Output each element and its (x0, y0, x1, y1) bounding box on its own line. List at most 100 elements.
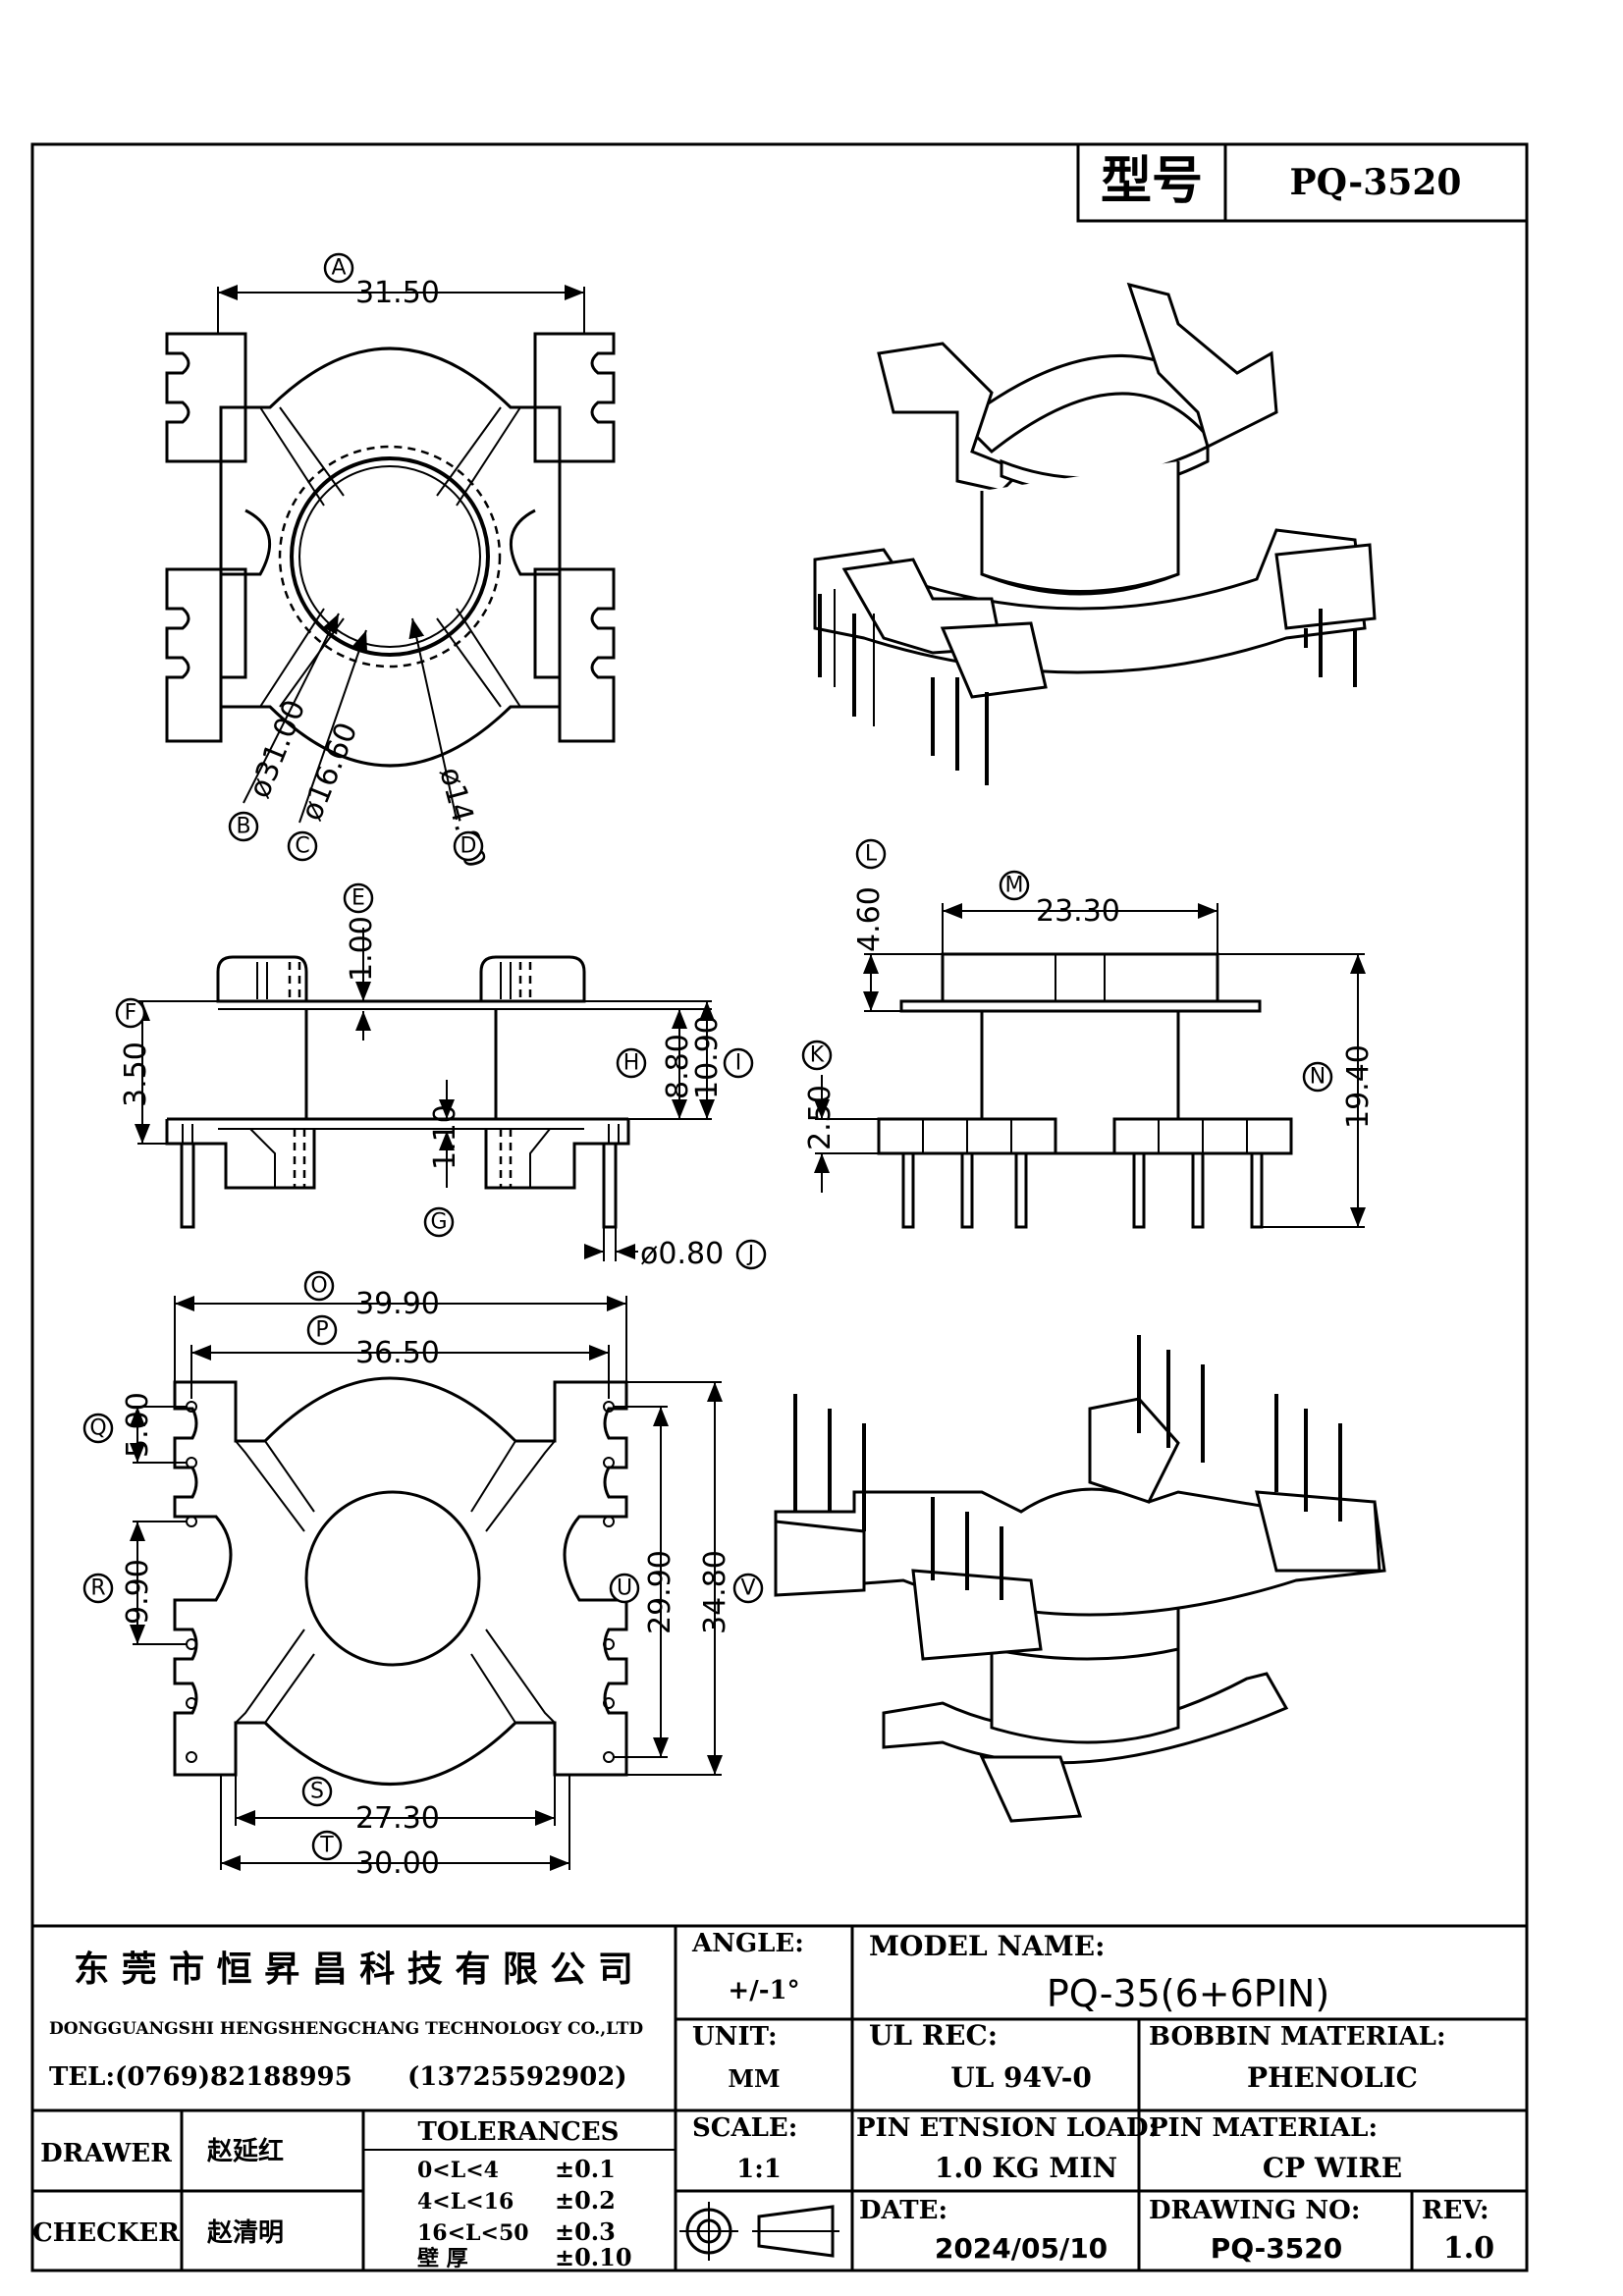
marker-G: G (423, 1206, 455, 1238)
marker-K: K (801, 1040, 833, 1071)
svg-text:J: J (746, 1243, 755, 1267)
dim-U-value: 29.90 (643, 1550, 677, 1634)
svg-text:A: A (331, 256, 346, 281)
model-name-value: PQ-35(6+6PIN) (1047, 1972, 1329, 2015)
bobbin-material-label: BOBBIN MATERIAL: (1149, 2022, 1446, 2052)
dim-K-value: 2.50 (803, 1085, 838, 1150)
pin-material-label: PIN MATERIAL: (1149, 2113, 1378, 2143)
marker-J: J (735, 1239, 767, 1270)
svg-text:K: K (810, 1043, 825, 1068)
pin-load-label: PIN ETNSION LOAD: (856, 2113, 1158, 2143)
dim-N-value: 19.40 (1341, 1044, 1376, 1129)
model-name-label: MODEL NAME: (869, 1930, 1105, 1962)
dimension-lines (130, 285, 1366, 1871)
ul-rec-label: UL REC: (869, 2019, 998, 2052)
tolerance-range-2: 4<L<16 (417, 2189, 514, 2215)
date-value: 2024/05/10 (935, 2232, 1108, 2265)
rev-label: REV: (1422, 2196, 1489, 2225)
svg-text:G: G (430, 1210, 447, 1235)
marker-H: H (616, 1047, 647, 1079)
top-view (165, 332, 616, 768)
dim-O-value: 39.90 (355, 1287, 440, 1321)
dim-T-value: 30.00 (355, 1846, 440, 1881)
model-header-label: 型号 (1101, 152, 1203, 211)
company-name-cn: 东 莞 市 恒 昇 昌 科 技 有 限 公 司 (74, 1949, 633, 1990)
marker-D: D (453, 830, 484, 862)
svg-text:C: C (295, 834, 309, 859)
dim-S-value: 27.30 (355, 1801, 440, 1836)
tolerances-label: TOLERANCES (418, 2117, 620, 2147)
dim-I-value: 10.90 (690, 1015, 725, 1099)
dim-Q-value: 5.00 (121, 1392, 155, 1458)
iso-view-top (813, 282, 1377, 785)
marker-R: R (82, 1573, 114, 1604)
drawing-no-value: PQ-3520 (1211, 2232, 1342, 2265)
dim-R-value: 9.90 (121, 1559, 155, 1625)
svg-text:D: D (460, 834, 477, 859)
marker-O: O (303, 1270, 335, 1302)
dimension-markers: A B C D E F G H I J K L M N O P Q R S T … (82, 252, 1333, 1861)
marker-A: A (323, 252, 354, 284)
company-name-en: DONGGUANGSHI HENGSHENGCHANG TECHNOLOGY C… (49, 2019, 643, 2039)
dim-J-value: ø0.80 (640, 1237, 724, 1271)
dim-H-value: 8.80 (661, 1034, 695, 1099)
title-block: 东 莞 市 恒 昇 昌 科 技 有 限 公 司 DONGGUANGSHI HEN… (32, 1924, 1527, 2271)
marker-U: U (609, 1573, 640, 1604)
rev-value: 1.0 (1443, 2231, 1494, 2266)
dim-G-value: 1.10 (428, 1104, 462, 1170)
unit-label: UNIT: (692, 2022, 778, 2052)
drawing-border (30, 142, 1529, 2272)
svg-text:L: L (865, 842, 878, 867)
bottom-view (173, 1376, 628, 1786)
marker-F: F (115, 997, 146, 1029)
projection-symbol-icon (679, 2202, 839, 2261)
front-view-right (877, 952, 1293, 1229)
marker-I: I (723, 1047, 754, 1079)
date-label: DATE: (859, 2196, 947, 2225)
dim-M-value: 23.30 (1036, 894, 1120, 929)
svg-text:I: I (735, 1051, 742, 1076)
dim-F-value: 3.50 (119, 1041, 153, 1107)
svg-text:U: U (617, 1576, 632, 1601)
checker-name: 赵清明 (206, 2218, 284, 2248)
company-tel: TEL:(0769)82188995 (49, 2062, 352, 2092)
marker-M: M (999, 870, 1030, 901)
model-header-box: 型号 PQ-3520 (1076, 142, 1529, 223)
svg-text:H: H (623, 1051, 640, 1076)
svg-text:T: T (319, 1834, 334, 1858)
dim-E-value: 1.00 (345, 916, 379, 982)
tolerance-value-1: ±0.1 (555, 2155, 616, 2183)
dim-C-value: ø16.60 (295, 718, 365, 826)
tolerance-value-2: ±0.2 (555, 2186, 616, 2215)
scale-label: SCALE: (692, 2113, 797, 2143)
dim-B-value: ø31.00 (243, 695, 313, 803)
tolerance-range-1: 0<L<4 (417, 2158, 499, 2183)
svg-text:Q: Q (89, 1416, 106, 1441)
bobbin-material-value: PHENOLIC (1247, 2061, 1418, 2094)
angle-label: ANGLE: (691, 1929, 804, 1958)
marker-L: L (855, 838, 887, 870)
dim-A-value: 31.50 (355, 276, 440, 310)
tolerance-value-4: ±0.10 (555, 2243, 632, 2271)
pin-material-value: CP WIRE (1263, 2152, 1402, 2184)
marker-C: C (287, 830, 318, 862)
svg-text:N: N (1310, 1065, 1325, 1090)
svg-text:B: B (236, 815, 250, 839)
marker-N: N (1302, 1061, 1333, 1093)
svg-text:S: S (310, 1780, 324, 1804)
side-view-left (165, 955, 630, 1229)
drawer-label: DRAWER (40, 2139, 172, 2168)
marker-Q: Q (82, 1413, 114, 1444)
iso-view-bottom (774, 1335, 1386, 1823)
drawing-no-label: DRAWING NO: (1149, 2196, 1360, 2225)
model-header-value: PQ-3520 (1290, 162, 1462, 203)
drawer-name: 赵延红 (206, 2136, 284, 2166)
marker-T: T (311, 1830, 343, 1861)
checker-label: CHECKER (32, 2218, 180, 2248)
marker-V: V (732, 1573, 764, 1604)
marker-P: P (306, 1314, 338, 1346)
marker-S: S (301, 1776, 333, 1807)
svg-text:V: V (740, 1576, 755, 1601)
angle-value: +/-1° (728, 1976, 799, 2005)
tolerance-value-3: ±0.3 (555, 2217, 616, 2246)
